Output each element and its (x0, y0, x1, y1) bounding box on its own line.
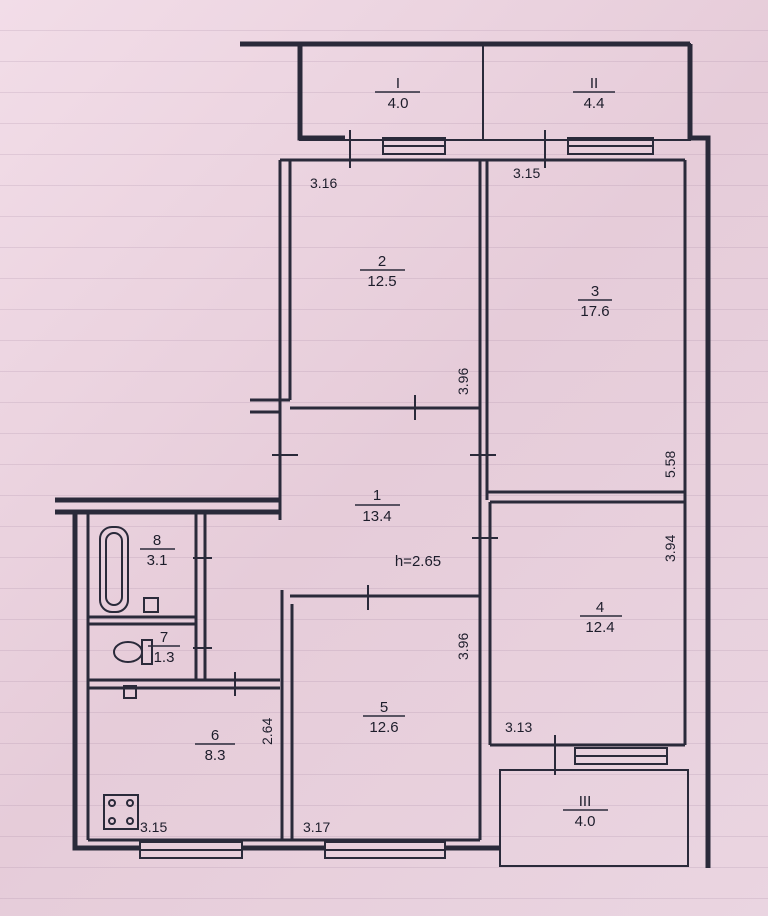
dim-room4-width: 3.13 (505, 719, 532, 735)
dim-room6-width: 3.15 (140, 819, 167, 835)
room-5-number: 5 (380, 699, 388, 716)
balcony-frames (299, 43, 691, 867)
room-4-area: 12.4 (585, 619, 614, 636)
room-5-area: 12.6 (369, 719, 398, 736)
room-3-number: 3 (591, 283, 599, 300)
sink-icon (123, 685, 137, 699)
balcony-I-area: 4.0 (388, 95, 409, 112)
room-8-number: 8 (153, 532, 161, 549)
dim-room2-width: 3.16 (310, 175, 337, 191)
room-2-area: 12.5 (367, 273, 396, 290)
dim-room5-depth: 3.96 (455, 633, 471, 660)
room-6-area: 8.3 (205, 747, 226, 764)
windows (139, 137, 668, 859)
stove-icon (103, 794, 139, 830)
interior-walls (86, 158, 687, 842)
dim-room5-width: 3.17 (303, 819, 330, 835)
room-8-area: 3.1 (147, 552, 168, 569)
room-6-number: 6 (211, 727, 219, 744)
room-2-number: 2 (378, 253, 386, 270)
balcony-II-number: II (590, 75, 598, 92)
balcony-III-area: 4.0 (575, 813, 596, 830)
room-7-number: 7 (160, 629, 168, 646)
fraction-bars (140, 91, 622, 811)
ceiling-height: h=2.65 (395, 553, 441, 570)
dim-room4-depth: 3.94 (662, 535, 678, 562)
balcony-I-number: I (396, 75, 400, 92)
room-3-area: 17.6 (580, 303, 609, 320)
dim-room2-depth: 3.96 (455, 368, 471, 395)
bathtub-icon (99, 526, 159, 613)
toilet-icon (113, 639, 153, 665)
dim-room3-width: 3.15 (513, 165, 540, 181)
door-marks (193, 130, 556, 775)
balcony-III-number: III (579, 793, 592, 810)
room-1-area: 13.4 (362, 508, 391, 525)
dim-room3-depth: 5.58 (662, 451, 678, 478)
balcony-II-area: 4.4 (584, 95, 605, 112)
room-1-number: 1 (373, 487, 381, 504)
room-4-number: 4 (596, 599, 604, 616)
room-7-area: 1.3 (154, 649, 175, 666)
dim-room6-depth: 2.64 (259, 718, 275, 745)
